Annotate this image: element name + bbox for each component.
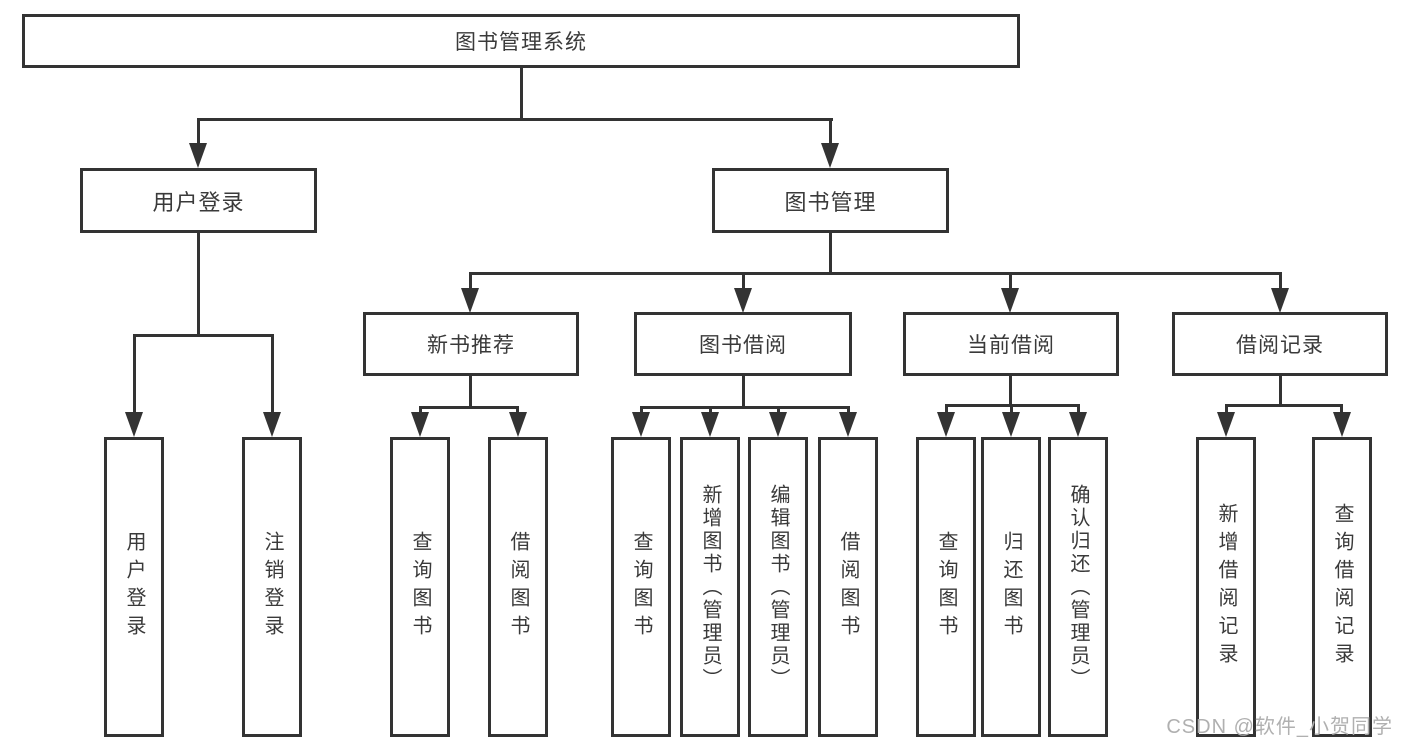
arrow-down-icon xyxy=(734,288,752,313)
leaf-records-query-record-label: 查询借阅记录 xyxy=(1331,503,1353,671)
leaf-borrow-query-book-label: 查询图书 xyxy=(630,531,652,643)
connector-line xyxy=(469,376,472,409)
node-current-borrow-label: 当前借阅 xyxy=(967,334,1055,357)
connector-line xyxy=(1009,272,1012,292)
arrow-down-icon xyxy=(1333,412,1351,437)
node-book-borrow: 图书借阅 xyxy=(634,312,852,376)
node-root-label: 图书管理系统 xyxy=(455,31,587,54)
connector-line xyxy=(945,404,948,414)
node-new-book-recommend-label: 新书推荐 xyxy=(427,334,515,357)
arrow-down-icon xyxy=(821,143,839,168)
connector-line xyxy=(1279,376,1282,406)
leaf-borrow-query-book: 查询图书 xyxy=(611,437,671,737)
connector-line xyxy=(469,272,472,292)
arrow-down-icon xyxy=(411,412,429,437)
arrow-down-icon xyxy=(1271,288,1289,313)
leaf-user-login-label: 用户登录 xyxy=(123,531,145,643)
connector-line xyxy=(1077,404,1080,414)
leaf-borrow-edit-book-label: 编辑图书（管理员） xyxy=(767,483,789,691)
connector-line xyxy=(829,118,832,150)
arrow-down-icon xyxy=(632,412,650,437)
arrow-down-icon xyxy=(1002,412,1020,437)
connector-line xyxy=(469,272,1282,275)
leaf-recommend-borrow-book-label: 借阅图书 xyxy=(507,531,529,643)
node-root: 图书管理系统 xyxy=(22,14,1020,68)
leaf-current-query-book-label: 查询图书 xyxy=(935,531,957,643)
leaf-current-return-book: 归还图书 xyxy=(981,437,1041,737)
arrow-down-icon xyxy=(769,412,787,437)
leaf-borrow-add-book: 新增图书（管理员） xyxy=(680,437,740,737)
csdn-watermark: CSDN @软件_小贺同学 xyxy=(1166,716,1393,738)
connector-line xyxy=(1279,272,1282,292)
connector-line xyxy=(133,334,274,337)
connector-line xyxy=(520,66,523,120)
leaf-recommend-borrow-book: 借阅图书 xyxy=(488,437,548,737)
node-borrow-records-label: 借阅记录 xyxy=(1236,334,1324,357)
connector-line xyxy=(197,118,200,150)
connector-line xyxy=(516,406,519,415)
node-book-management: 图书管理 xyxy=(712,168,949,233)
connector-line xyxy=(777,406,780,415)
arrow-down-icon xyxy=(839,412,857,437)
leaf-current-confirm-return: 确认归还（管理员） xyxy=(1048,437,1108,737)
connector-line xyxy=(1225,404,1228,414)
leaf-logout-label: 注销登录 xyxy=(261,531,283,643)
arrow-down-icon xyxy=(701,412,719,437)
leaf-current-query-book: 查询图书 xyxy=(916,437,976,737)
connector-line xyxy=(1009,376,1012,406)
node-book-management-label: 图书管理 xyxy=(784,189,877,215)
connector-line xyxy=(640,406,850,409)
leaf-borrow-edit-book: 编辑图书（管理员） xyxy=(748,437,808,737)
connector-line xyxy=(271,334,274,414)
leaf-borrow-borrow-book-label: 借阅图书 xyxy=(837,531,859,643)
connector-line xyxy=(1010,404,1013,414)
arrow-down-icon xyxy=(461,288,479,313)
connector-line xyxy=(709,406,712,415)
leaf-records-add-record: 新增借阅记录 xyxy=(1196,437,1256,737)
arrow-down-icon xyxy=(509,412,527,437)
connector-line xyxy=(742,272,745,292)
connector-line xyxy=(197,118,833,121)
leaf-recommend-query-book: 查询图书 xyxy=(390,437,450,737)
connector-line xyxy=(640,406,643,415)
node-current-borrow: 当前借阅 xyxy=(903,312,1119,376)
leaf-borrow-borrow-book: 借阅图书 xyxy=(818,437,878,737)
connector-line xyxy=(133,334,136,414)
leaf-recommend-query-book-label: 查询图书 xyxy=(409,531,431,643)
connector-line xyxy=(419,406,422,415)
leaf-records-add-record-label: 新增借阅记录 xyxy=(1215,503,1237,671)
leaf-user-login: 用户登录 xyxy=(104,437,164,737)
connector-line xyxy=(1340,404,1343,414)
arrow-down-icon xyxy=(1069,412,1087,437)
connector-line xyxy=(197,233,200,337)
node-new-book-recommend: 新书推荐 xyxy=(363,312,579,376)
connector-line xyxy=(829,233,832,275)
node-borrow-records: 借阅记录 xyxy=(1172,312,1388,376)
leaf-current-confirm-return-label: 确认归还（管理员） xyxy=(1067,483,1089,691)
node-user-login-label: 用户登录 xyxy=(152,189,245,215)
connector-line xyxy=(419,406,519,409)
leaf-current-return-book-label: 归还图书 xyxy=(1000,531,1022,643)
arrow-down-icon xyxy=(1001,288,1019,313)
connector-line xyxy=(742,376,745,409)
arrow-down-icon xyxy=(937,412,955,437)
connector-line xyxy=(1225,404,1343,407)
leaf-records-query-record: 查询借阅记录 xyxy=(1312,437,1372,737)
connector-line xyxy=(847,406,850,415)
leaf-borrow-add-book-label: 新增图书（管理员） xyxy=(699,483,721,691)
node-book-borrow-label: 图书借阅 xyxy=(699,334,787,357)
arrow-down-icon xyxy=(263,412,281,437)
node-user-login: 用户登录 xyxy=(80,168,317,233)
arrow-down-icon xyxy=(1217,412,1235,437)
leaf-logout: 注销登录 xyxy=(242,437,302,737)
arrow-down-icon xyxy=(125,412,143,437)
arrow-down-icon xyxy=(189,143,207,168)
